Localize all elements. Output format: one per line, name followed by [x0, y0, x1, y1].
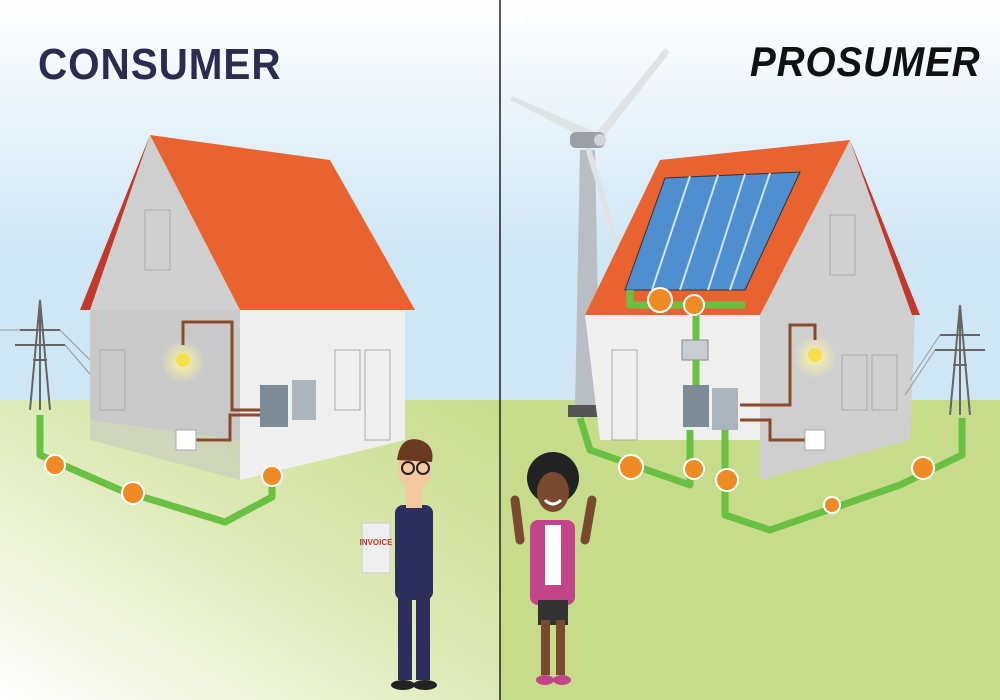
solar-panel — [624, 171, 801, 291]
consumer-man: INVOICE — [360, 439, 437, 690]
pylon-left — [0, 299, 96, 411]
energy-badges-right — [618, 287, 935, 514]
grass-right — [500, 400, 1000, 700]
prosumer-woman — [510, 452, 597, 685]
outlet-icon — [804, 429, 826, 451]
lightning-badge-icon — [823, 496, 841, 514]
arrow-badge-icon — [44, 454, 66, 476]
prosumer-title: PROSUMER — [750, 38, 981, 85]
invoice-paper — [361, 522, 391, 574]
lightning-badge-icon — [647, 287, 673, 313]
energy-badges-left — [44, 454, 283, 505]
consumer-title: CONSUMER — [38, 40, 282, 89]
meter-icon — [292, 380, 316, 420]
bidirectional-badge-icon — [911, 456, 935, 480]
down-arrow-badge-icon — [683, 294, 705, 316]
meter-icon — [712, 388, 738, 430]
bidirectional-badge-icon — [715, 468, 739, 492]
outlet-icon — [175, 429, 197, 451]
lightning-badge-icon — [121, 481, 145, 505]
meter-icon — [260, 385, 288, 427]
up-arrow-badge-icon — [683, 458, 705, 480]
lightning-badge-icon — [618, 454, 644, 480]
cable-left — [36, 415, 276, 526]
meter-icon — [683, 385, 709, 427]
house-prosumer — [585, 140, 920, 480]
invoice-label: INVOICE — [360, 538, 394, 547]
house-consumer — [80, 135, 415, 480]
pylon-right — [904, 304, 985, 416]
inverter-icon — [681, 339, 709, 361]
up-arrow-badge-icon — [261, 465, 283, 487]
